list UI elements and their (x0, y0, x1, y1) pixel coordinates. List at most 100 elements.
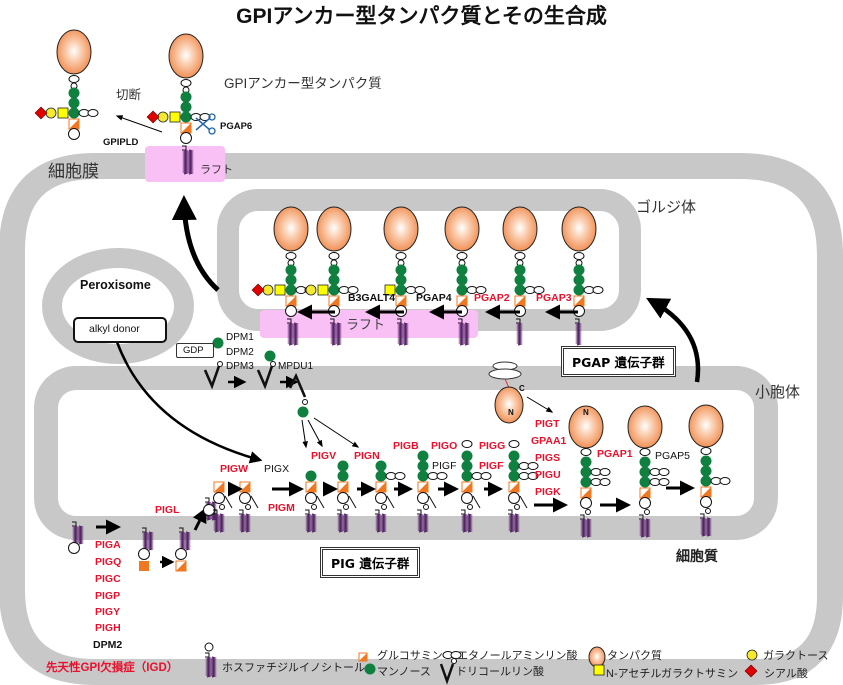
dolichol-phosphate-icon (203, 365, 221, 390)
mannose-icon (337, 460, 349, 472)
lipid-chain (397, 322, 404, 346)
lipid-chain (310, 513, 317, 533)
mannose-icon (456, 264, 468, 276)
ethanolamine-phosphate-icon (461, 440, 473, 448)
inositol-icon (508, 492, 520, 504)
acyl-icon (381, 504, 387, 510)
glucosamine-fill (329, 296, 339, 306)
protein-icon (383, 206, 419, 252)
cleave-label: 切断 (116, 88, 142, 102)
arrow (192, 507, 207, 531)
acyl-chain (250, 495, 259, 509)
pigo-label: PIGO (431, 440, 458, 452)
mannose-icon (285, 284, 297, 296)
lipid-chain (458, 322, 465, 346)
lipid-chain (585, 518, 592, 538)
lipid-chain (210, 656, 217, 678)
pigx-label: PIGX (264, 463, 290, 475)
galnac-icon (274, 284, 286, 296)
gdp-label: GDP (183, 345, 204, 356)
inositol-icon (239, 492, 251, 504)
mannose-icon (461, 450, 473, 462)
phosphate-icon (302, 399, 308, 405)
inositol-icon (285, 305, 297, 317)
mannose-icon (580, 466, 592, 478)
mannose-icon (580, 476, 592, 488)
mannose-icon (508, 460, 520, 472)
gpipld-label: GPIPLD (103, 137, 139, 148)
pigf-red-label: PIGF (479, 460, 504, 472)
inositol-icon (461, 492, 473, 504)
mannose-icon (395, 264, 407, 276)
alkyl-donor-label: alkyl donor (89, 323, 140, 335)
transport-arrow-er-to-golgi (646, 297, 701, 383)
phosphate-linker (205, 497, 210, 503)
ethanolamine-phosphate-icon (285, 252, 297, 260)
mannose-icon (285, 264, 297, 276)
ethanolamine-phosphate-icon (394, 472, 406, 480)
inositol-icon (305, 492, 317, 504)
acyl-chain (428, 495, 437, 509)
sialic-acid-icon (744, 664, 758, 678)
mannose-icon (328, 284, 340, 296)
lipid-chain (147, 531, 154, 551)
peroxisome-membrane (42, 248, 194, 364)
acyl-icon (343, 504, 349, 510)
lipid-chain (508, 513, 515, 533)
alkyl-donor-box: alkyl donor (73, 317, 167, 343)
ethanolamine-phosphate-icon (599, 478, 611, 486)
cell-membrane-label: 細胞膜 (48, 162, 99, 181)
mannose-icon (297, 406, 309, 418)
ethanolamine-phosphate-icon (475, 286, 487, 294)
mannose-icon (68, 107, 80, 119)
protein-icon (561, 206, 597, 252)
inositol-icon (68, 542, 80, 554)
pigs-label: PIGS (535, 452, 561, 464)
galnac-icon (57, 107, 69, 119)
protein-icon (688, 404, 724, 448)
lipid-chain (72, 525, 79, 545)
legend-dolichol-icon (439, 663, 455, 685)
glucosamine-fill (457, 296, 467, 306)
mannose-icon (456, 284, 468, 296)
legend-pi-icon (204, 642, 214, 652)
mpdu1-label: MPDU1 (278, 361, 314, 372)
piga-label: PIGA (95, 539, 121, 551)
lipid-chain (580, 518, 587, 538)
acyl-chain (316, 495, 325, 509)
sialic-acid-icon (251, 283, 265, 297)
mannose-icon (395, 274, 407, 286)
mannose-icon (180, 111, 192, 123)
galnac-icon (384, 284, 396, 296)
glucosamine-fill (306, 482, 316, 492)
mannose-icon (573, 264, 585, 276)
lipid-chain (513, 513, 520, 533)
pgap5-label: PGAP5 (655, 450, 691, 462)
pigb-label: PIGB (393, 440, 419, 452)
lipid-chain (239, 513, 246, 533)
ethanolamine-phosphate-icon (658, 478, 670, 486)
lipid-chain (337, 513, 344, 533)
mannose-icon (264, 350, 276, 362)
phosphate-linker (239, 509, 244, 515)
lipid-chain (218, 513, 225, 533)
protein-icon (316, 206, 352, 252)
inositol-icon (337, 492, 349, 504)
pigh-label: PIGH (95, 622, 121, 634)
gdp-box: GDP (176, 343, 214, 358)
inositol-icon (580, 497, 592, 509)
mannose-icon (514, 274, 526, 286)
lipid-chain (287, 322, 294, 346)
ethanolamine-phosphate-icon (328, 252, 340, 260)
ethanolamine-phosphate-icon (639, 448, 651, 456)
inositol-icon (180, 132, 192, 144)
mannose-icon (180, 91, 192, 103)
arrow (307, 419, 323, 448)
lipid-chain (466, 513, 473, 533)
inositol-icon (375, 492, 387, 504)
pig-group-box: PIG 遺伝子群 (320, 547, 421, 578)
glucosamine-fill (509, 482, 519, 492)
glucosamine-fill (581, 488, 591, 498)
